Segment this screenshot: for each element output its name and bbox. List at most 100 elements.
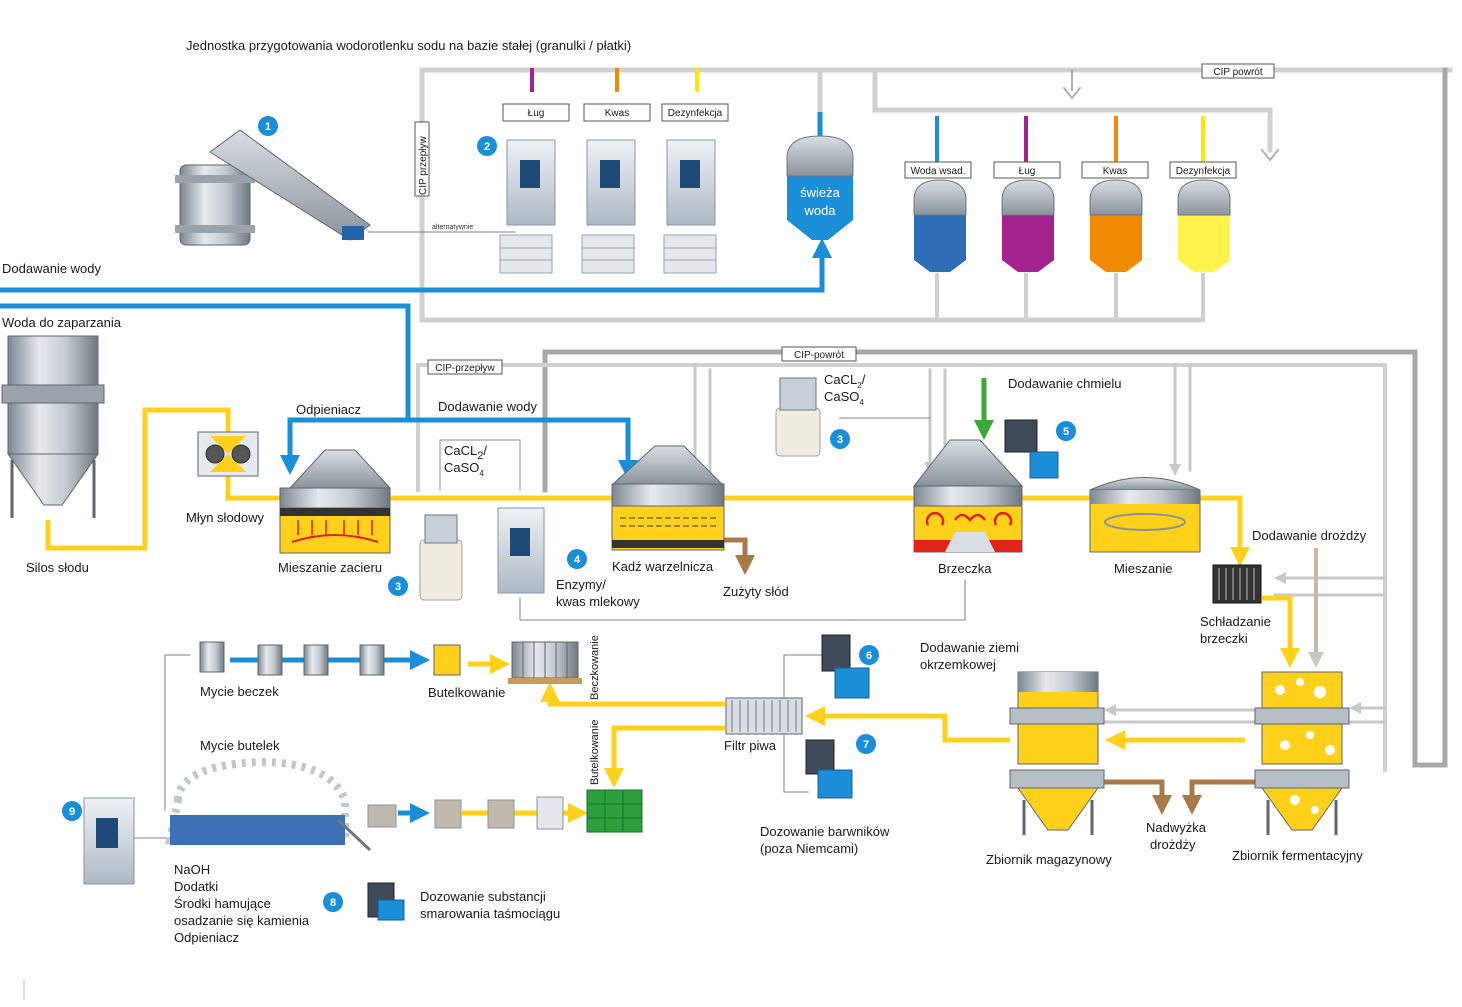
label-silos-slodu: Silos słodu <box>26 560 89 575</box>
label-brzeczka: Brzeczka <box>938 561 992 576</box>
badge-7: 7 <box>863 739 869 751</box>
dosing-panel-lye <box>499 139 556 274</box>
badge-1: 1 <box>265 121 271 133</box>
label-dodawanie-wody-mid: Dodawanie wody <box>438 399 538 414</box>
bottle-washer-dosing-panel <box>83 797 135 885</box>
label-caso-left: CaSO4 <box>444 460 484 478</box>
wort-cooler <box>1212 564 1262 604</box>
dosing-pump-7 <box>805 739 853 799</box>
label-schladzanie-1: Schładzanie <box>1200 614 1271 629</box>
label-caso-right: CaSO4 <box>824 389 864 407</box>
label-nadwyzka-2: drożdży <box>1150 837 1196 852</box>
label-cacl-right: CaCL2/ <box>824 372 866 390</box>
mash-tun <box>279 449 392 554</box>
hops-dosing-pump <box>1004 419 1059 479</box>
label-woda-do-zaparzania: Woda do zaparzania <box>2 315 122 330</box>
label-smarowanie-2: smarowania taśmociągu <box>420 906 560 921</box>
label-beczkowanie-vertical: Beczkowanie <box>589 635 601 700</box>
label-lug-top: Ług <box>528 108 545 119</box>
label-odpieniacz: Odpieniacz <box>296 402 361 417</box>
label-zbiornik-magazynowy: Zbiornik magazynowy <box>986 852 1112 867</box>
wort-kettle <box>912 439 1024 553</box>
cip-tank-disinfect <box>1177 179 1231 272</box>
label-schladzanie-2: brzeczki <box>1200 631 1248 646</box>
fresh-water-tank: świeża woda <box>786 135 854 240</box>
label-alternatywnie: alternatywnie <box>432 224 473 231</box>
label-dodawanie-wody-top: Dodawanie wody <box>2 261 102 276</box>
dosing-panel-acid <box>581 139 636 274</box>
badge-5: 5 <box>1063 426 1069 438</box>
badge-3-left: 3 <box>395 581 401 593</box>
fresh-water-label-2: woda <box>803 203 836 218</box>
label-dozowanie-barwnikow-2: (poza Niemcami) <box>760 841 858 856</box>
label-naoh-3: Środki hamujące <box>174 896 271 911</box>
label-mycie-beczek: Mycie beczek <box>200 684 279 699</box>
label-naoh-4: osadzanie się kamienia <box>174 913 310 928</box>
label-mieszanie-zacieru: Mieszanie zacieru <box>278 560 382 575</box>
dosing-panel-disinfect <box>663 139 717 274</box>
label-naoh-5: Odpieniacz <box>174 930 239 945</box>
label-naoh-1: NaOH <box>174 862 210 877</box>
badge-9: 9 <box>69 806 75 818</box>
malt-mill <box>197 431 259 477</box>
label-naoh-2: Dodatki <box>174 879 218 894</box>
label-dodawanie-drozdzy: Dodawanie drożdży <box>1252 528 1367 543</box>
label-lug-right: Ług <box>1019 166 1036 177</box>
beer-filter <box>725 697 803 735</box>
label-ziemia-1: Dodawanie ziemi <box>920 640 1019 655</box>
fresh-water-label-1: świeża <box>800 185 841 200</box>
keg-pallet <box>508 641 582 684</box>
label-mieszanie: Mieszanie <box>1114 561 1173 576</box>
label-dezynfekcja-top: Dezynfekcja <box>668 108 723 119</box>
badge-8: 8 <box>330 897 336 909</box>
cip-tank-lye <box>1001 179 1055 272</box>
label-cip-powrot: CIP-powrót <box>794 350 844 361</box>
label-cip-przeplyw: CIP-przepływ <box>435 363 495 374</box>
label-woda-wsad: Woda wsad. <box>911 166 966 177</box>
label-cip-powrot-top: CIP powrót <box>1213 67 1263 78</box>
label-mycie-butelek: Mycie butelek <box>200 738 280 753</box>
fermentation-tank <box>1254 671 1350 835</box>
label-smarowanie-1: Dozowanie substancji <box>420 889 546 904</box>
label-zbiornik-fermentacyjny: Zbiornik fermentacyjny <box>1232 848 1363 863</box>
label-filtr-piwa: Filtr piwa <box>724 738 777 753</box>
label-mlyn-slodowy: Młyn słodowy <box>186 510 265 525</box>
lubrication-dosing-pump <box>367 882 405 921</box>
dosing-pump-6 <box>821 634 870 699</box>
badge-4: 4 <box>574 554 581 566</box>
label-enzymy-1: Enzymy/ <box>556 577 606 592</box>
label-zuzyty-slod: Zużyty słód <box>723 584 789 599</box>
storage-tank <box>1009 671 1105 835</box>
misc-pipes <box>724 378 1324 815</box>
label-ziemia-2: okrzemkowej <box>920 657 996 672</box>
label-dodawanie-chmielu: Dodawanie chmielu <box>1008 376 1121 391</box>
label-cip-przeplyw-vertical: CIP przepływ <box>418 135 429 195</box>
lauter-tun <box>611 445 725 551</box>
enzyme-dosing-panel <box>497 507 545 594</box>
bottle-washer <box>165 757 372 852</box>
chem-label-boxes: Ług Kwas Dezynfekcja Woda wsad. Ług Kwas… <box>414 63 1275 375</box>
label-butelkowanie: Butelkowanie <box>428 685 505 700</box>
keg-washing-line <box>199 641 461 676</box>
cip-tank-water <box>913 179 967 272</box>
badge-2: 2 <box>484 141 490 153</box>
malt-silo <box>1 335 105 518</box>
process-labels: Jednostka przygotowania wodorotlenku sod… <box>2 38 1367 945</box>
label-kwas-top: Kwas <box>605 108 629 119</box>
beer-pipes <box>45 407 1300 823</box>
label-nadwyzka-1: Nadwyżka <box>1146 820 1207 835</box>
dosing-station-calcium-right <box>775 377 821 457</box>
badge-6: 6 <box>866 650 872 662</box>
whirlpool <box>1089 477 1201 553</box>
label-butelkowanie-vertical: Butelkowanie <box>589 720 601 785</box>
label-kwas-right: Kwas <box>1103 166 1127 177</box>
label-dezynfekcja-right: Dezynfekcja <box>1176 166 1231 177</box>
cip-tank-acid <box>1089 179 1143 272</box>
badge-3-right: 3 <box>837 434 843 446</box>
dosing-panels-top <box>499 139 717 274</box>
naoh-preparation-unit <box>175 129 371 246</box>
dosing-station-calcium-left <box>419 514 463 601</box>
bottle-line <box>367 789 643 833</box>
label-cacl-left: CaCL2/ <box>444 443 487 462</box>
